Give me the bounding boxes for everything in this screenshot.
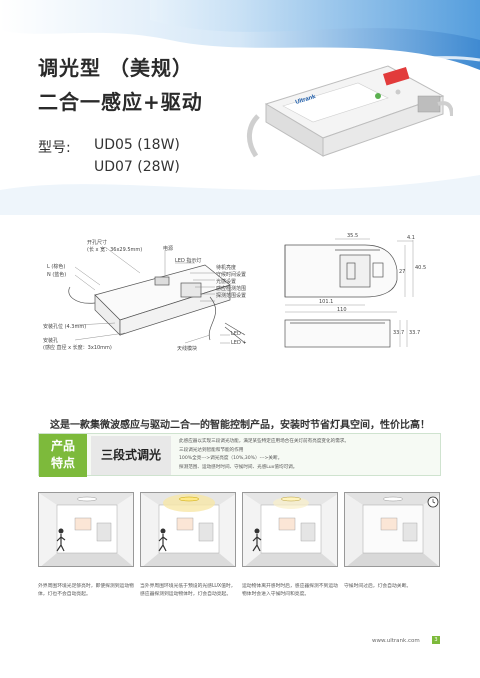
ceiling-lamp-icon (280, 496, 302, 502)
person-icon (56, 528, 66, 552)
dip-switch (383, 66, 410, 86)
light-glow (163, 494, 215, 512)
dim-35-5: 35.5 (347, 233, 359, 239)
feature-line: 此感应器以实现三段调光功能，满足某些特定应用场合在关灯前有亮度变化的需求。 (179, 439, 349, 444)
model-label: 型号: (38, 140, 71, 156)
dim-110: 110 (337, 307, 347, 313)
cable-left (247, 114, 260, 158)
ceiling-lamp-icon (382, 496, 404, 502)
product-brand: Ultrank (295, 94, 317, 106)
ceiling-lamp-icon (178, 496, 200, 502)
technical-diagram: 开孔尺寸 (长 x 宽：36x29.5mm) 电源 LED 指示灯 待机亮度 守… (35, 225, 455, 410)
label-led-plus: LED + (231, 340, 247, 346)
page-title-line2: 二合一感应+驱动 (38, 90, 203, 114)
label-led-indicator: LED 指示灯 (175, 258, 202, 264)
features-badge-line2: 特点 (50, 456, 75, 470)
footer-url[interactable]: www.ultrank.com (372, 638, 420, 644)
scene-2 (140, 492, 236, 567)
label-hole-size: 开孔尺寸 (87, 240, 108, 246)
label-l-live: L (棕色) (47, 264, 66, 270)
model-ud05: UD05 (18W) (94, 137, 180, 153)
features-description: 此感应器以实现三段调光功能，满足某些特定应用场合在关灯前有亮度变化的需求。 三段… (179, 438, 437, 472)
dim-101-1: 101.1 (319, 299, 334, 305)
person-icon (252, 528, 262, 552)
person-icon (158, 528, 168, 552)
label-install-hole: 安装孔位 (4.3mm) (43, 324, 87, 330)
scene-3 (242, 492, 338, 567)
feature-line: 探测范围、运动感时时间、守候时间、光感Lux值均可调。 (179, 464, 298, 470)
clock-icon (427, 496, 439, 508)
scene-caption-1: 外界周围环境光足够亮时，即使探测到运动物体，灯也不会自动亮起。 (38, 584, 134, 597)
features-badge-line1: 产品 (50, 439, 75, 453)
scene-1 (38, 492, 134, 567)
scene-caption-2: 当外界周围环境光低于预设的光感LUX值时，感应器探测到运动物体时，灯会自动亮起。 (140, 584, 236, 597)
model-ud07: UD07 (28W) (94, 159, 180, 175)
dim-33-7a: 33.7 (393, 330, 405, 336)
diagram-drawing (68, 238, 414, 348)
scenes-row (38, 492, 441, 567)
label-detection-range: 感应检测范围 (216, 286, 247, 292)
label-light-threshold: 光感设置 (216, 279, 237, 285)
dim-4-1: 4.1 (407, 235, 415, 241)
headline: 这是一款集微波感应与驱动二合一的智能控制产品，安装时节省灯具空间，性价比高！ (50, 420, 430, 431)
label-antenna-module: 天线模块 (177, 346, 198, 352)
scene-4 (344, 492, 440, 567)
label-power-source: 电源 (163, 246, 174, 252)
label-hole-size-detail: (长 x 宽：36x29.5mm) (87, 247, 143, 253)
features-box: 产品 特点 三段式调光 此感应器以实现三段调光功能，满足某些特定应用场合在关灯前… (38, 433, 441, 477)
page-number: 3 (432, 636, 440, 644)
feature-line: 100%全亮--->调光亮度（10%,30%）--->关断。 (179, 456, 283, 461)
feature-line: 三段调光达到智能和节能的作用 (179, 447, 244, 453)
ceiling-lamp-icon (76, 496, 98, 502)
product-image: Ultrank (247, 65, 453, 158)
dim-33-7b: 33.7 (409, 330, 421, 336)
dim-27: 27 (399, 269, 406, 275)
label-hold-time: 守候时间设置 (216, 272, 247, 278)
label-n-neutral: N (蓝色) (47, 272, 67, 278)
header-banner: 调光型 （美规） 二合一感应+驱动 型号: UD05 (18W) UD07 (2… (0, 0, 480, 215)
label-led-minus: LED - (231, 331, 245, 337)
scene-caption-4: 守候时间过后，灯会自动关断。 (344, 584, 412, 589)
features-title: 三段式调光 (91, 436, 171, 475)
label-install-hole2: 安装孔 (43, 338, 59, 344)
label-detection-set: 探测范围设置 (216, 293, 247, 299)
page-title-line1: 调光型 （美规） (38, 56, 193, 80)
features-badge: 产品 特点 (39, 434, 87, 477)
label-standby-brightness: 待机亮度 (216, 265, 237, 271)
dim-40-5: 40.5 (415, 265, 427, 271)
scene-caption-3: 运动物体离开感时时后，感应器探测不到运动物体时会进入守候时间和亮度。 (242, 584, 338, 597)
label-install-hole2-detail: (感应 直径 x 长度：3x10mm) (43, 345, 112, 351)
